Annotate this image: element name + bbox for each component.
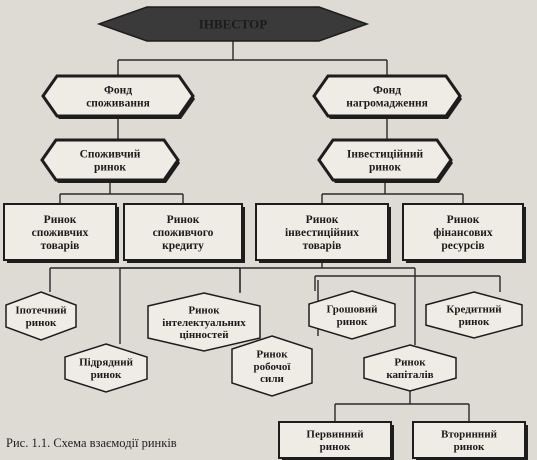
- consumer-goods-market-label-line: споживчих: [32, 227, 89, 239]
- financial-resources-market-label-line: Ринок: [447, 214, 480, 226]
- connector-lines: [49, 41, 501, 422]
- accumulation-fund-label-line: нагромадження: [346, 97, 428, 109]
- capital-market-label-line: капіталів: [386, 369, 433, 381]
- consumption-fund-label-line: споживання: [86, 97, 150, 109]
- consumer-credit-market-label-line: Ринок: [167, 214, 200, 226]
- connector-line: [117, 41, 388, 76]
- intellectual-values-market-label-line: цінностей: [179, 329, 229, 341]
- financial-resources-market-label-line: фінансових: [433, 227, 493, 239]
- labor-market-label-line: сили: [260, 373, 284, 385]
- labor-market-label-line: Ринок: [256, 349, 288, 361]
- diagram-nodes: ІНВЕСТОРФондспоживанняФонднагромадженняС…: [3, 6, 528, 460]
- connector-line: [49, 267, 240, 292]
- consumer-credit-market-label-line: споживчого: [153, 227, 214, 239]
- investment-market-label-line: Інвестиційний: [347, 149, 424, 161]
- labor-market-label-line: робочої: [254, 361, 292, 373]
- connector-line: [117, 116, 388, 140]
- money-market-label-line: Грошовий: [326, 304, 378, 316]
- financial-resources-market-label-line: ресурсів: [441, 240, 484, 252]
- credit-market-label-line: ринок: [459, 316, 490, 328]
- consumer-market-label-line: Споживчий: [80, 149, 141, 161]
- consumer-goods-market-label-line: Ринок: [44, 214, 77, 226]
- secondary-market-label-line: Вторинний: [441, 429, 498, 441]
- connector-line: [59, 180, 184, 204]
- investor-label-line: ІНВЕСТОР: [199, 17, 268, 32]
- secondary-market-label-line: ринок: [454, 441, 485, 453]
- mortgage-market-label-line: ринок: [26, 317, 57, 329]
- capital-market-label-line: Ринок: [394, 357, 426, 369]
- connector-line: [334, 391, 470, 422]
- primary-market-label-line: Первинний: [306, 429, 364, 441]
- credit-market-label-line: Кредитний: [446, 304, 502, 316]
- investor-node: ІНВЕСТОР: [96, 6, 370, 42]
- mortgage-market-label-line: Іпотечний: [15, 305, 67, 317]
- consumer-market-label-line: ринок: [94, 161, 126, 173]
- consumer-credit-market-label-line: кредиту: [162, 240, 204, 252]
- consumption-fund-label-line: Фонд: [104, 85, 132, 97]
- contract-market-label-line: ринок: [91, 369, 122, 381]
- consumer-goods-market-label-line: товарів: [41, 240, 80, 252]
- investment-goods-market-label-line: інвестиційних: [285, 227, 359, 239]
- connector-line: [314, 268, 501, 292]
- accumulation-fund-label-line: Фонд: [373, 85, 401, 97]
- connector-line: [321, 180, 464, 204]
- intellectual-values-market-label-line: інтелектуальних: [162, 317, 246, 329]
- contract-market-label-line: Підрядний: [79, 357, 133, 369]
- investment-goods-market-label-line: Ринок: [306, 214, 339, 226]
- intellectual-values-market-label-line: Ринок: [188, 305, 220, 317]
- money-market-label-line: ринок: [337, 316, 368, 328]
- figure-caption: Рис. 1.1. Схема взаємодії ринків: [6, 436, 177, 450]
- investment-market-label-line: ринок: [369, 161, 401, 173]
- investment-goods-market-label-line: товарів: [303, 240, 342, 252]
- primary-market-label-line: ринок: [320, 441, 351, 453]
